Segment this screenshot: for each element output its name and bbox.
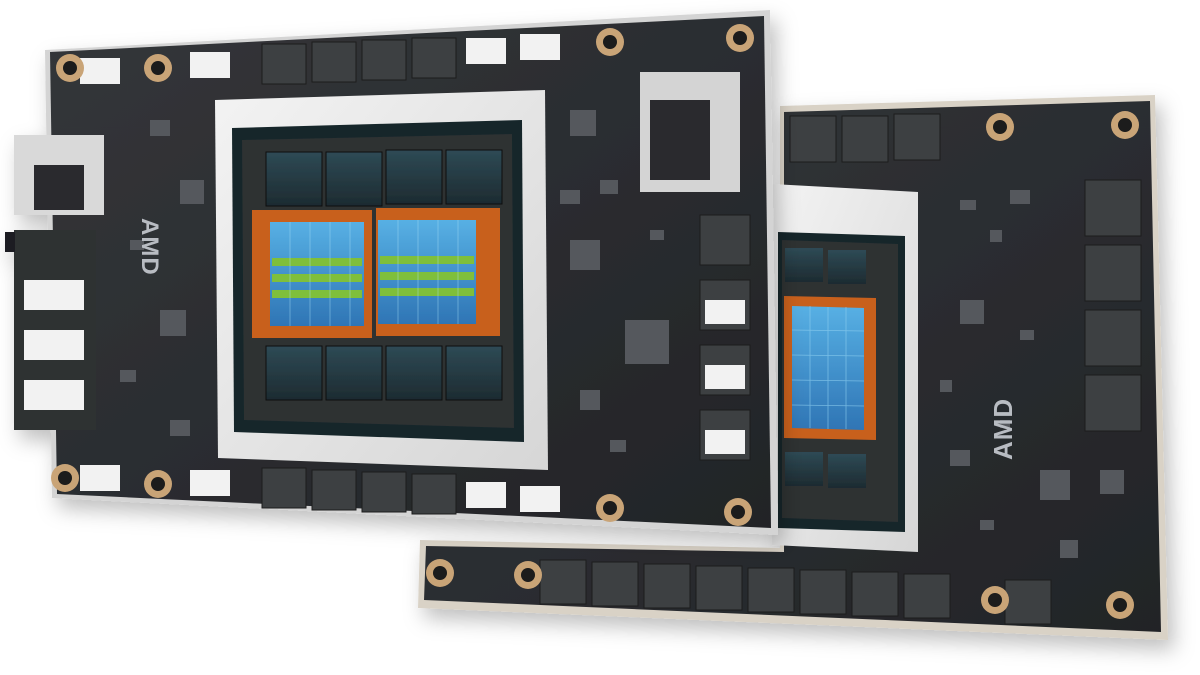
rear-hbm-top bbox=[785, 248, 866, 488]
front-smd-components bbox=[120, 110, 669, 452]
front-module: AMD bbox=[5, 10, 778, 535]
rear-smd-components bbox=[940, 190, 1124, 558]
rear-module: AMD bbox=[418, 95, 1168, 640]
rear-inductors-top bbox=[789, 113, 941, 163]
front-vrm-top bbox=[80, 34, 560, 85]
front-compute-die-right bbox=[376, 208, 500, 336]
front-right-connector bbox=[640, 72, 751, 461]
front-amd-logo: AMD bbox=[136, 218, 163, 276]
rear-inductors-bottom bbox=[539, 559, 1052, 625]
front-compute-die-left bbox=[252, 210, 372, 338]
front-mounting-holes bbox=[51, 24, 754, 526]
rear-mounting-holes bbox=[426, 111, 1139, 619]
front-left-connector bbox=[5, 135, 104, 430]
front-vrm-bottom bbox=[80, 465, 560, 515]
rear-inductors-right bbox=[1084, 179, 1142, 432]
rear-compute-die bbox=[784, 296, 876, 440]
front-hbm-stacks bbox=[265, 149, 503, 401]
rear-amd-logo: AMD bbox=[988, 398, 1018, 460]
